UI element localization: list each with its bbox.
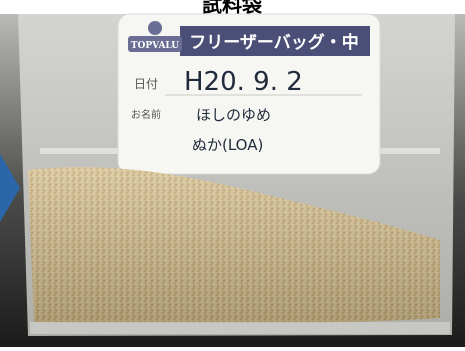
name-line-2: ぬか(LOA) — [192, 136, 263, 154]
date-value: H20. 9. 2 — [184, 67, 303, 97]
brand-badge — [128, 36, 182, 52]
label-title-bar — [180, 26, 370, 56]
right-arrow-icon — [0, 154, 20, 222]
date-field-label: 日付 — [134, 77, 158, 91]
brand-emblem-icon — [148, 21, 162, 35]
brand-name: TOPVALU — [131, 41, 179, 51]
rice-bran-shading — [28, 167, 440, 324]
figure-heading: 試料袋 — [202, 0, 263, 17]
heading-background — [0, 0, 465, 14]
name-line-1: ほしのゆめ — [196, 106, 271, 124]
name-field-label: お名前 — [131, 108, 161, 121]
bag-bottom-seal — [30, 322, 450, 334]
label-product-name: フリーザーバッグ・中 — [189, 32, 359, 53]
